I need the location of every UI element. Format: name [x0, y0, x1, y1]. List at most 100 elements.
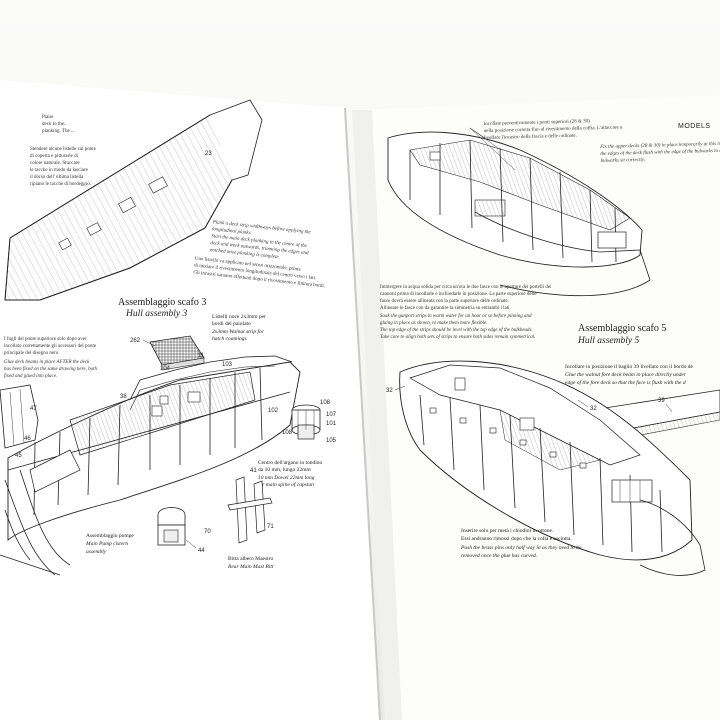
part-label-44: 44 — [198, 548, 205, 554]
top-partial-line-1: Piano — [42, 115, 54, 120]
intro-line-1: Stendere alcune listelle sul ponte — [30, 147, 97, 152]
hull-assembly-5-drawing: 32 32 — [386, 360, 706, 576]
part-label-107: 108 — [320, 400, 331, 406]
part-label-71: 71 — [267, 524, 274, 530]
brass-pin-note: Inserire solo per metà i chiodini in ott… — [460, 528, 582, 559]
gunport-note-1: Immergere in acqua solida per circa un'o… — [380, 285, 552, 290]
deck-planking-drawing: 23 — [4, 99, 263, 301]
strip-note-2: bordi del paiolato — [212, 321, 251, 327]
plank-note-en-2: longitudinal planks. — [212, 227, 252, 236]
gunport-note-4: Allineare le fasce con da garantire la s… — [380, 306, 511, 311]
part-label-70: 70 — [204, 529, 211, 535]
part-label-47: 47 — [30, 406, 37, 412]
part-label-106: 107 — [326, 412, 337, 418]
pin-note-2: Essi andranno rimossi dopo che la colla … — [461, 536, 572, 542]
intro-line-2: di coperta e pitturarle di — [30, 154, 79, 159]
brand-label: MODELS — [678, 123, 711, 130]
left-notes: I fogli del ponte superiore solo dopo av… — [4, 337, 97, 379]
intro-text-block: Stendere alcune listelle sul ponte di co… — [30, 147, 97, 187]
intro-line-6: ripiano le tacche di bordeggio. — [30, 182, 91, 187]
strip-note-4: hatch coamings — [212, 336, 247, 342]
part-label-108: 108 — [282, 430, 293, 436]
capstan-note-2: da 10 mm, lungo 22mm — [258, 467, 311, 473]
pin-note-4: removed once the glue has curved. — [461, 553, 537, 559]
gunport-note-5: Soak the gunport strips in warm water fo… — [380, 314, 532, 319]
intro-line-3: colore naturale. Stuccare — [30, 161, 80, 166]
gunport-note-6: gluing in place as shown, to make them m… — [380, 321, 487, 326]
capstan-note-3: 10 mm Dowel 22mm long — [258, 475, 315, 481]
hull-assembly-3-drawing: 47 46 45 38 11 104 103 — [0, 353, 301, 541]
page-num-marker: 23 — [205, 151, 212, 157]
upper-note-2: nella posizione corretta fino al rivesti… — [484, 125, 623, 134]
upper-note-5: the edges of the deck flush with the edg… — [600, 148, 720, 157]
left-note-1: I fogli del ponte superiore solo dopo av… — [4, 337, 87, 342]
top-partial-line-3: planking. The ... — [42, 129, 75, 134]
gunport-note-8: Take care to align both sets of strips t… — [380, 335, 535, 340]
capstan-drawing: 108 107 101 108 105 102 — [268, 400, 337, 444]
gunport-note-3: fasce dovrà essere allineata con la part… — [380, 299, 509, 304]
capstan-note: Centro dell'argano in tondino da 10 mm, … — [258, 460, 323, 488]
part-label-102: 102 — [268, 408, 279, 414]
pump-note-3: assembly — [86, 549, 107, 555]
gunports — [429, 407, 587, 469]
pump-note: Assemblaggio pompe Main Pump cistern ass… — [85, 533, 134, 555]
part-label-262: 262 — [130, 338, 141, 344]
upper-note-1: Incollate preventivamente i ponti superi… — [483, 119, 590, 127]
strip-note-1: Listelli noce 2x3mm per — [212, 314, 266, 320]
part-label-105: 105 — [326, 438, 337, 444]
part-label-45: 45 — [15, 453, 22, 459]
hull3-title-en: Hull assembly 3 — [125, 309, 187, 319]
left-note-2: incollato correttamente gli accessori de… — [4, 344, 97, 349]
walnut-strip-note: Listelli noce 2x3mm per bordi del paiola… — [212, 314, 266, 342]
strip-note-3: 2x3mm Walnut strip for — [212, 328, 265, 335]
part-label-39: 39 — [658, 398, 665, 404]
hull-assembly-4-drawing — [387, 127, 651, 297]
hull-assembly-3-title: Assemblaggio scafo 3 Hull assembly 3 — [118, 297, 206, 319]
left-note-5: has been fixed on the same drawing here,… — [4, 367, 97, 372]
capstan-note-4: for main spine of capstan — [258, 481, 314, 488]
main-mast-bitt-drawing: 41 71 70 — [204, 468, 274, 544]
intro-line-5: il dorso dell' ultima listella — [30, 175, 84, 180]
part-label-11: 11 — [198, 353, 205, 359]
lower-left-hull-ribs — [0, 469, 71, 576]
upper-deck-note: Incollate preventivamente i ponti superi… — [483, 119, 720, 164]
part-label-104: 104 — [160, 366, 171, 372]
capstan-note-1: Centro dell'argano in tondino — [258, 460, 323, 466]
intro-line-4: le tacche in modo da lasciare — [30, 168, 89, 173]
hull-assembly-5-title: Assemblaggio scafo 5 Hull assembly 5 — [577, 323, 666, 346]
pin-note-1: Inserire solo per metà i chiodini in ott… — [461, 528, 554, 534]
fore-note-2: Glue the walnut fore deck beam in place … — [565, 371, 687, 378]
fore-note-1: Incollare in posizione il baglio 39 live… — [565, 364, 694, 370]
pin-note-3: Push the brass pins only half way in as … — [460, 544, 582, 551]
hull3-title-it: Assemblaggio scafo 3 — [118, 297, 206, 308]
left-note-6: fixed and glued into place. — [4, 374, 57, 379]
pump-cistern-drawing: 44 — [157, 507, 205, 554]
upper-note-6: bulwarks sit correctly. — [600, 158, 645, 164]
part-label-32-left: 32 — [386, 388, 393, 394]
gunport-strip-note: Immergere in acqua solida per circa un'o… — [380, 285, 552, 340]
part-label-101: 101 — [326, 421, 337, 427]
part-label-46: 46 — [24, 436, 31, 442]
top-partial-line-2: deck to the.. — [42, 122, 66, 127]
top-partial-text: Piano deck to the.. planking. The ... — [42, 115, 75, 134]
bitt-note-2: Rear Main Mast Bitt — [227, 564, 274, 570]
bitt-note: Bitta albero Maestro Rear Main Mast Bitt — [227, 556, 274, 570]
upper-note-4: Fix the upper decks (28 & 30) in place t… — [599, 141, 720, 150]
left-note-3: principale del disegno nero. — [4, 351, 60, 356]
pump-note-1: Assemblaggio pompe — [86, 533, 134, 539]
gunport-note-2: cannoni prima di incollarle e inchiodarl… — [380, 292, 537, 297]
hull5-title-it: Assemblaggio scafo 5 — [578, 323, 666, 334]
upper-note-3: livellare l'incastro della fascia e dell… — [484, 134, 577, 141]
grating-part-262: 262 — [130, 335, 205, 371]
part-label-32-right: 32 — [590, 406, 597, 412]
part-label-38: 38 — [120, 394, 127, 400]
pump-note-2: Main Pump cistern — [85, 541, 128, 547]
fore-note-3: edge of the fore deck so that the face i… — [565, 379, 686, 386]
gunport-note-7: The top edge of the strips should be lev… — [380, 328, 533, 333]
hull5-title-en: Hull assembly 5 — [577, 336, 639, 346]
fore-deck-beam-note: Incollare in posizione il baglio 39 live… — [565, 364, 694, 386]
part-label-103: 103 — [222, 362, 233, 368]
part-label-41: 41 — [250, 468, 257, 474]
